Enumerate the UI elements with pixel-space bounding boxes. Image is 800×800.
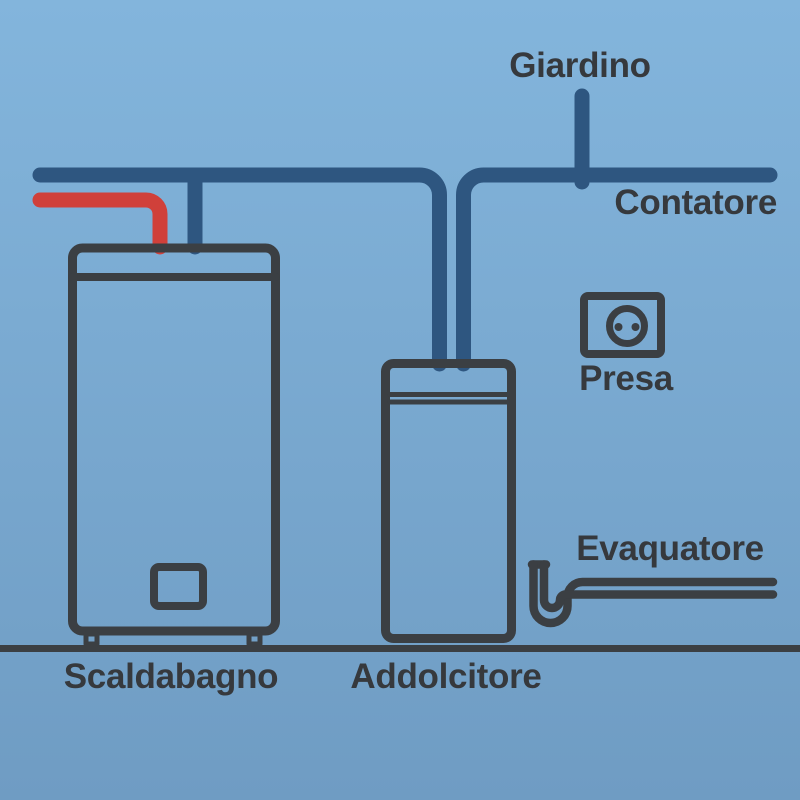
drain-trap [527, 560, 778, 628]
water-heater-left-foot [83, 631, 100, 647]
cold-water-pipes [32, 88, 778, 372]
water-heater-body [68, 243, 280, 636]
socket-face [606, 305, 648, 347]
softener-to-meter-pipe [456, 167, 778, 372]
socket-label: Presa [579, 359, 674, 398]
drain-label: Evaquatore [576, 529, 764, 568]
water-heater-label: Scaldabagno [64, 657, 279, 696]
water-heater [68, 243, 280, 647]
hot-water-pipe [32, 192, 168, 255]
socket-plate [580, 292, 665, 358]
water-heater-panel [150, 563, 207, 610]
socket-left-hole [614, 323, 623, 331]
water-softener [381, 359, 516, 643]
socket-right-hole [631, 323, 640, 331]
labels: Giardino Contatore Presa Evaquatore Scal… [64, 46, 778, 696]
drain-trap-inner-wall [539, 560, 778, 613]
cold-main-to-softener-pipe [32, 167, 447, 372]
power-socket [580, 292, 665, 358]
meter-label: Contatore [614, 183, 777, 222]
fixtures [0, 243, 800, 652]
water-heater-right-foot [246, 631, 263, 647]
water-softener-body [381, 359, 516, 643]
drain-trap-outer-wall [529, 560, 778, 628]
garden-label: Giardino [509, 46, 651, 85]
water-softener-label: Addolcitore [350, 657, 541, 696]
